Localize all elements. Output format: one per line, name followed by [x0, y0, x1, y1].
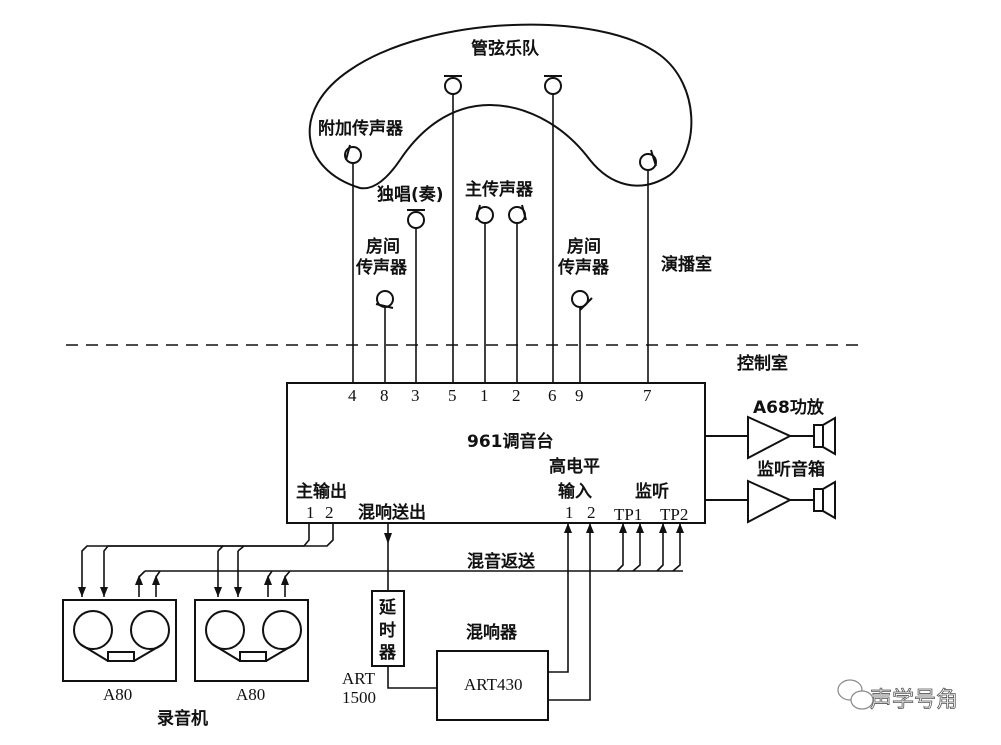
recorder-2-label: A80: [236, 685, 265, 704]
reverb-unit-label: 混响器: [466, 622, 518, 643]
room-mic-right-label-2: 传声器: [557, 257, 610, 278]
studio-label: 演播室: [661, 254, 712, 275]
channel-label-8: 8: [380, 386, 389, 405]
main-out-port-1: 1: [306, 503, 315, 522]
delay-label-2: 时: [379, 621, 396, 641]
watermark-text: 声学号角: [870, 688, 958, 713]
channel-label-3: 3: [411, 386, 420, 405]
channel-label-2: 2: [512, 386, 521, 405]
channel-label-4: 4: [348, 386, 357, 405]
microphones: [344, 75, 657, 311]
recorder-1-label: A80: [103, 685, 132, 704]
channel-label-6: 6: [548, 386, 557, 405]
mic-room-right-icon: [571, 290, 593, 311]
monitor-label: 监听: [635, 481, 669, 502]
mic-lines: [352, 94, 649, 383]
extra-mic-label: 附加传声器: [318, 118, 404, 139]
main-mic-label: 主传声器: [465, 179, 534, 200]
amp-label: A68功放: [753, 397, 825, 418]
room-mic-left-label-2: 传声器: [355, 257, 408, 278]
wechat-icon: [837, 679, 874, 710]
channel-label-9: 9: [575, 386, 584, 405]
reverb-return-label: 混音返送: [467, 551, 536, 572]
mic-orchestra-1-icon: [444, 75, 462, 95]
mic-orchestra-2-icon: [544, 75, 562, 95]
channel-label-1: 1: [480, 386, 489, 405]
reverb-unit: [436, 650, 549, 721]
delay-label-3: 器: [378, 643, 397, 663]
monitor-port-tp1: TP1: [614, 505, 642, 524]
mic-studio-icon: [639, 149, 657, 171]
mic-extra-icon: [344, 144, 362, 164]
high-level-label: 高电平: [549, 456, 600, 477]
orchestra-label: 管弦乐队: [471, 38, 540, 59]
mic-room-left-icon: [375, 290, 394, 309]
monitor-speaker-label: 监听音箱: [757, 459, 825, 480]
recorder-2: [194, 599, 309, 682]
channel-label-7: 7: [643, 386, 652, 405]
monitor-port-tp2: TP2: [660, 505, 688, 524]
console-label: 961调音台: [467, 431, 554, 452]
monitor-amp-triangle-icon: [747, 479, 793, 524]
main-out-port-2: 2: [325, 503, 334, 522]
speaker-2-icon: [813, 480, 836, 520]
input-port-2: 2: [587, 503, 596, 522]
recorders-label: 录音机: [157, 708, 208, 729]
mic-main-2-icon: [508, 204, 527, 224]
reverb-model-label: ART430: [464, 675, 522, 694]
input-port-1: 1: [565, 503, 574, 522]
amp-triangle-icon: [747, 415, 793, 460]
mic-main-1-icon: [475, 204, 494, 224]
main-out-label: 主输出: [296, 481, 347, 502]
main-out-routing: [78, 523, 334, 597]
speaker-1-icon: [813, 416, 836, 456]
room-mic-left-label-1: 房间: [366, 236, 400, 257]
control-room-label: 控制室: [737, 353, 788, 374]
room-mic-right-label-1: 房间: [567, 236, 601, 257]
delay-label-1: 延: [378, 597, 397, 618]
input-label: 输入: [558, 481, 592, 502]
orchestra-area: [308, 23, 693, 190]
reverb-return-bus: [135, 523, 684, 597]
solo-label: 独唱(奏): [377, 184, 444, 205]
delay-model-1: ART: [342, 669, 376, 688]
recorder-1: [62, 599, 177, 682]
channel-label-5: 5: [448, 386, 457, 405]
delay-model-2: 1500: [342, 688, 376, 707]
mixing-console: [286, 382, 706, 524]
mic-solo-icon: [407, 209, 425, 229]
reverb-send-label: 混响送出: [358, 502, 426, 523]
